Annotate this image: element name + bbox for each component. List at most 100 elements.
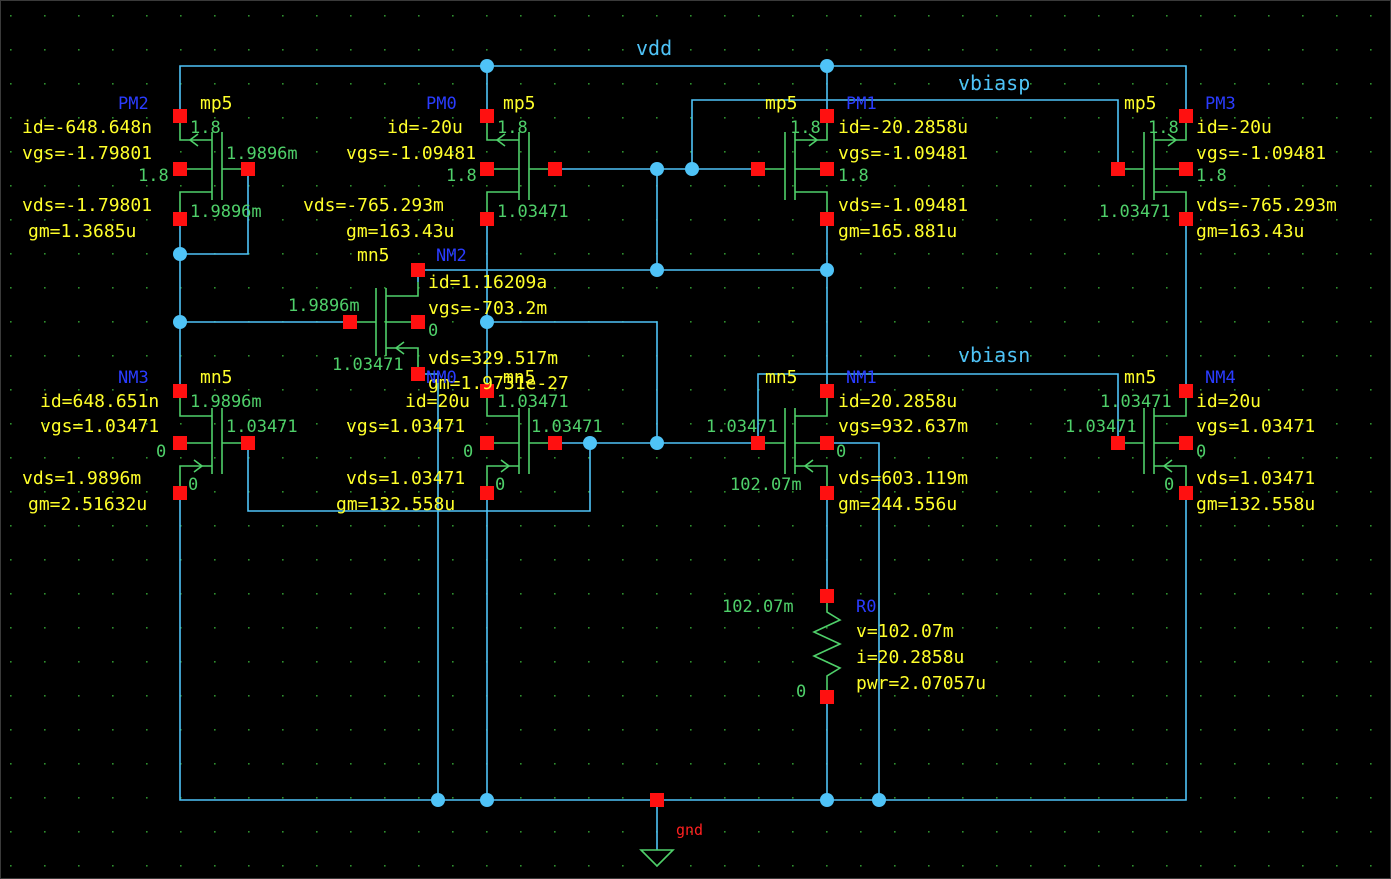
nm0-id: id=20u — [405, 391, 470, 412]
pm0-symbol[interactable] — [486, 116, 555, 219]
grid-dot — [1302, 83, 1304, 85]
grid-dot — [78, 457, 80, 459]
terminal-pin[interactable] — [480, 212, 494, 226]
terminal-pin[interactable] — [173, 212, 187, 226]
pm2-gate-wire[interactable] — [180, 169, 249, 255]
terminal-pin[interactable] — [1179, 486, 1193, 500]
terminal-pin[interactable] — [173, 162, 187, 176]
terminal-pin[interactable] — [1179, 212, 1193, 226]
terminal-pin[interactable] — [480, 486, 494, 500]
grid-dot — [78, 627, 80, 629]
grid-dot — [44, 525, 46, 527]
wire-junction[interactable] — [173, 247, 187, 261]
nm2-bulk-wire[interactable] — [487, 321, 658, 443]
wire-junction[interactable] — [480, 315, 494, 329]
grid-dot — [962, 287, 964, 289]
gnd-rail-wire[interactable] — [179, 493, 1187, 801]
grid-dot — [962, 525, 964, 527]
wire-junction[interactable] — [480, 793, 494, 807]
terminal-pin[interactable] — [820, 109, 834, 123]
wire-junction[interactable] — [820, 793, 834, 807]
grid-dot — [690, 695, 692, 697]
terminal-pin[interactable] — [650, 793, 664, 807]
nm1-bulk-wire[interactable] — [827, 442, 880, 800]
wire-junction[interactable] — [173, 315, 187, 329]
vdd-rail-wire[interactable] — [179, 65, 1187, 116]
grid-dot — [350, 491, 352, 493]
grid-dot — [1064, 865, 1066, 867]
grid-dot — [1268, 797, 1270, 799]
terminal-pin[interactable] — [548, 436, 562, 450]
nm3-symbol[interactable] — [179, 391, 248, 493]
wire-junction[interactable] — [650, 436, 664, 450]
terminal-pin[interactable] — [1111, 162, 1125, 176]
terminal-pin[interactable] — [480, 384, 494, 398]
pm3-symbol[interactable] — [1118, 116, 1187, 219]
terminal-pin[interactable] — [548, 162, 562, 176]
wire-junction[interactable] — [820, 263, 834, 277]
grid-dot — [146, 15, 148, 17]
terminal-pin[interactable] — [1179, 436, 1193, 450]
grid-dot — [520, 355, 522, 357]
wire-junction[interactable] — [820, 59, 834, 73]
grid-dot — [180, 151, 182, 153]
terminal-pin[interactable] — [173, 436, 187, 450]
nm3-node-s: 0 — [188, 475, 198, 495]
terminal-pin[interactable] — [480, 162, 494, 176]
terminal-pin[interactable] — [241, 436, 255, 450]
terminal-pin[interactable] — [480, 436, 494, 450]
pm2-symbol[interactable] — [179, 116, 248, 219]
terminal-pin[interactable] — [411, 263, 425, 277]
terminal-pin[interactable] — [820, 486, 834, 500]
r0-i: i=20.2858u — [856, 647, 964, 668]
grid-dot — [384, 831, 386, 833]
r0-symbol[interactable] — [812, 596, 842, 697]
vbiasp-pm3-wire[interactable] — [691, 99, 1119, 169]
terminal-pin[interactable] — [173, 109, 187, 123]
terminal-pin[interactable] — [411, 315, 425, 329]
terminal-pin[interactable] — [343, 315, 357, 329]
terminal-pin[interactable] — [820, 212, 834, 226]
grid-dot — [554, 695, 556, 697]
grid-dot — [690, 253, 692, 255]
grid-dot — [1030, 865, 1032, 867]
terminal-pin[interactable] — [173, 486, 187, 500]
terminal-pin[interactable] — [820, 162, 834, 176]
terminal-pin[interactable] — [820, 690, 834, 704]
grid-dot — [1030, 423, 1032, 425]
pm0-node-s: 1.8 — [497, 118, 528, 138]
grid-dot — [656, 491, 658, 493]
terminal-pin[interactable] — [480, 109, 494, 123]
nm1-node-b: 0 — [836, 442, 846, 462]
wire-junction[interactable] — [431, 793, 445, 807]
terminal-pin[interactable] — [1111, 436, 1125, 450]
nm3-gate-wire[interactable] — [247, 443, 591, 512]
terminal-pin[interactable] — [411, 367, 425, 381]
grid-dot — [282, 797, 284, 799]
terminal-pin[interactable] — [1179, 109, 1193, 123]
nm0-symbol[interactable] — [486, 391, 555, 493]
wire-junction[interactable] — [650, 162, 664, 176]
grid-dot — [146, 185, 148, 187]
wire-junction[interactable] — [583, 436, 597, 450]
wire-junction[interactable] — [685, 162, 699, 176]
terminal-pin[interactable] — [241, 162, 255, 176]
terminal-pin[interactable] — [173, 384, 187, 398]
terminal-pin[interactable] — [820, 384, 834, 398]
wire-junction[interactable] — [872, 793, 886, 807]
terminal-pin[interactable] — [1179, 384, 1193, 398]
vbiasn-bus-wire[interactable] — [757, 373, 1119, 443]
wire-junction[interactable] — [480, 59, 494, 73]
grid-dot — [1030, 593, 1032, 595]
nm4-symbol[interactable] — [1118, 391, 1187, 493]
terminal-pin[interactable] — [820, 589, 834, 603]
terminal-pin[interactable] — [751, 162, 765, 176]
grid-dot — [928, 831, 930, 833]
grid-dot — [1336, 763, 1338, 765]
terminal-pin[interactable] — [1179, 162, 1193, 176]
wire-junction[interactable] — [650, 263, 664, 277]
terminal-pin[interactable] — [751, 436, 765, 450]
grid-dot — [112, 831, 114, 833]
terminal-pin[interactable] — [820, 436, 834, 450]
